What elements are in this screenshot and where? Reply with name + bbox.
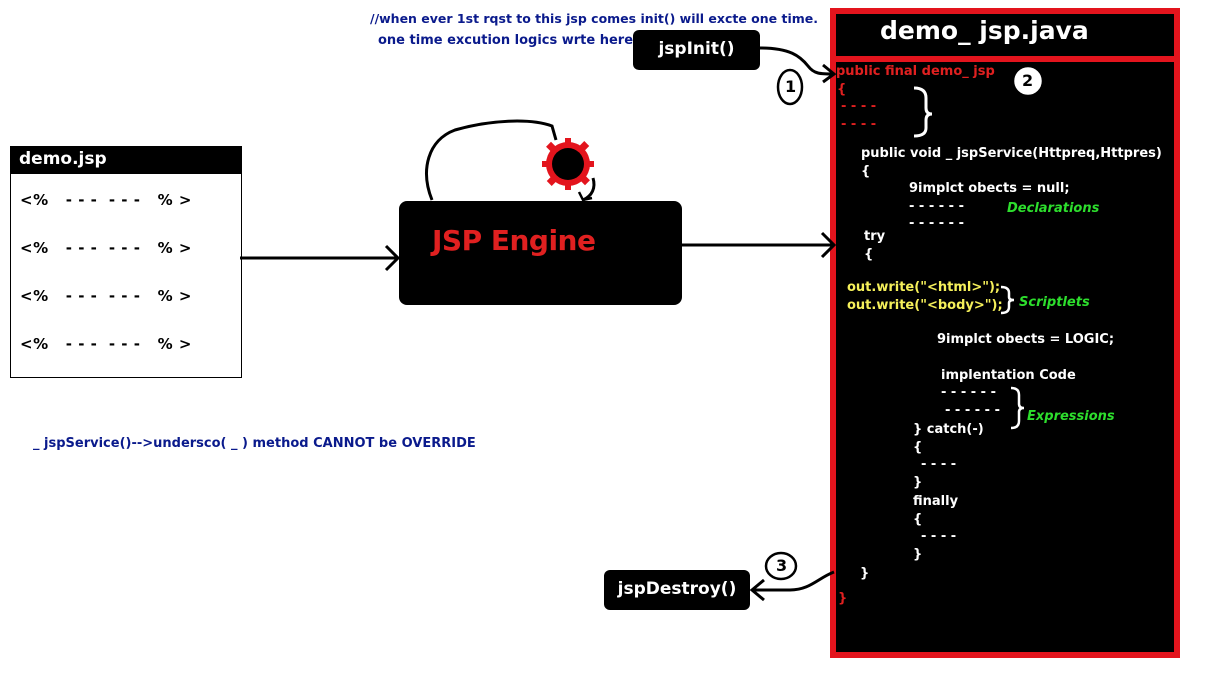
write-body-line: out.write("<body>"); — [847, 298, 1003, 313]
init-to-java-arrow — [759, 46, 837, 84]
catch-dash: - - - - — [921, 457, 957, 472]
class-dash-line-1: - - - - — [841, 99, 877, 114]
catch-open-brace: { — [913, 440, 923, 455]
step-1-label: 1 — [785, 77, 797, 96]
declaration-dash-2: - - - - - - — [909, 216, 965, 231]
finally-close-brace: } — [913, 547, 923, 562]
finally-dash: - - - - — [921, 529, 957, 544]
declaration-dash-1: - - - - - - — [909, 199, 965, 214]
scriptlets-label: Scriptlets — [1019, 295, 1090, 310]
step-3-label: 3 — [776, 556, 788, 575]
try-keyword: try — [864, 229, 886, 244]
jsp-to-engine-arrow — [240, 244, 401, 272]
try-open-brace: { — [864, 247, 874, 262]
service-close-brace: } — [860, 566, 870, 581]
declarations-label: Declarations — [1007, 201, 1100, 216]
catch-line: } catch(-) — [913, 422, 984, 437]
finally-keyword: finally — [913, 494, 959, 509]
scriptlets-brace — [1000, 285, 1015, 315]
java-file-body — [836, 62, 1174, 652]
class-open-brace: { — [837, 82, 847, 97]
java-file-title-bar — [836, 14, 1174, 56]
expression-dash-1: - - - - - - — [941, 385, 997, 400]
java-file-title: demo_ jsp.java — [880, 16, 1089, 45]
implicit-logic-line: 9implct obects = LOGIC; — [937, 332, 1115, 347]
service-open-brace: { — [861, 164, 871, 179]
catch-close-brace: } — [913, 475, 923, 490]
expression-dash-2: - - - - - - — [945, 403, 1001, 418]
jsp-file-title: demo.jsp — [10, 146, 241, 174]
class-declaration: public final demo_ jsp — [836, 64, 995, 79]
class-close-brace: } — [838, 591, 848, 606]
write-html-line: out.write("<html>"); — [847, 280, 1001, 295]
override-note: _ jspService()-->undersco( _ ) method CA… — [33, 436, 476, 451]
init-note-line2: one time excution logics wrte here — [378, 33, 634, 48]
service-signature: public void _ jspService(Httpreq,Httpres… — [861, 146, 1162, 161]
engine-to-java-arrow — [682, 231, 837, 259]
finally-open-brace: { — [913, 512, 923, 527]
step-2-marker — [1011, 64, 1045, 98]
init-note-line1: //when ever 1st rqst to this jsp comes i… — [370, 11, 819, 26]
implicit-null-line: 9implct obects = null; — [909, 181, 1070, 196]
jsp-tag-line-2: <% - - - - - - % > — [20, 239, 192, 257]
step-3-marker — [764, 551, 798, 581]
expressions-brace — [1010, 386, 1025, 430]
engine-loop-arrow — [425, 119, 558, 201]
implementation-code-line: implentation Code — [941, 368, 1076, 383]
jsp-tag-line-3: <% - - - - - - % > — [20, 287, 192, 305]
java-to-destroy-arrow — [749, 570, 835, 602]
class-dash-line-2: - - - - — [841, 117, 877, 132]
gear-icon — [542, 138, 594, 190]
jsp-tag-line-4: <% - - - - - - % > — [20, 335, 192, 353]
jsp-destroy-pill: jspDestroy() — [604, 570, 750, 610]
step-1-marker — [776, 68, 804, 106]
jsp-tag-line-1: <% - - - - - - % > — [20, 191, 192, 209]
jsp-engine-box — [399, 201, 682, 305]
class-dash-brace — [913, 86, 933, 138]
expressions-label: Expressions — [1027, 409, 1115, 424]
jsp-file-box — [10, 146, 242, 378]
jsp-engine-label: JSP Engine — [432, 224, 596, 257]
step-2-label: 2 — [1022, 71, 1034, 90]
jsp-init-pill: jspInit() — [633, 30, 760, 70]
